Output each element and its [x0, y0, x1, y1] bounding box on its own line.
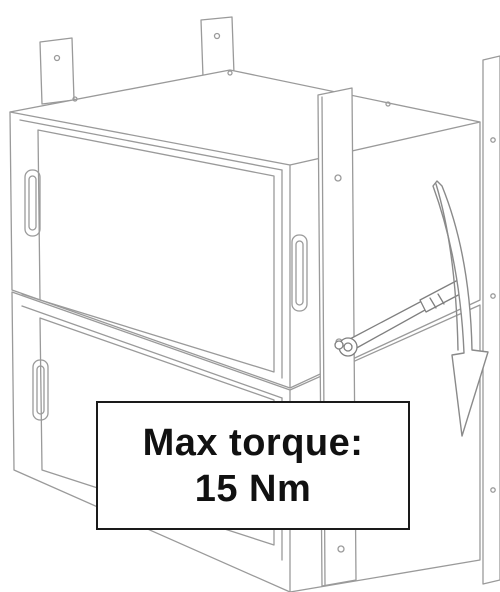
torque-callout-value: 15 Nm: [194, 467, 312, 510]
rigging-bar-back-left: [39, 37, 75, 105]
rotation-arrow-icon: [432, 180, 489, 437]
rigging-bar-back-middle: [200, 16, 235, 78]
torque-callout-title: Max torque:: [142, 421, 364, 464]
upper-speaker-cabinet: [9, 69, 481, 389]
rigging-bar-back-right: [482, 55, 500, 585]
torque-wrench-icon: [334, 279, 465, 357]
torque-callout-box: Max torque: 15 Nm: [96, 401, 410, 530]
